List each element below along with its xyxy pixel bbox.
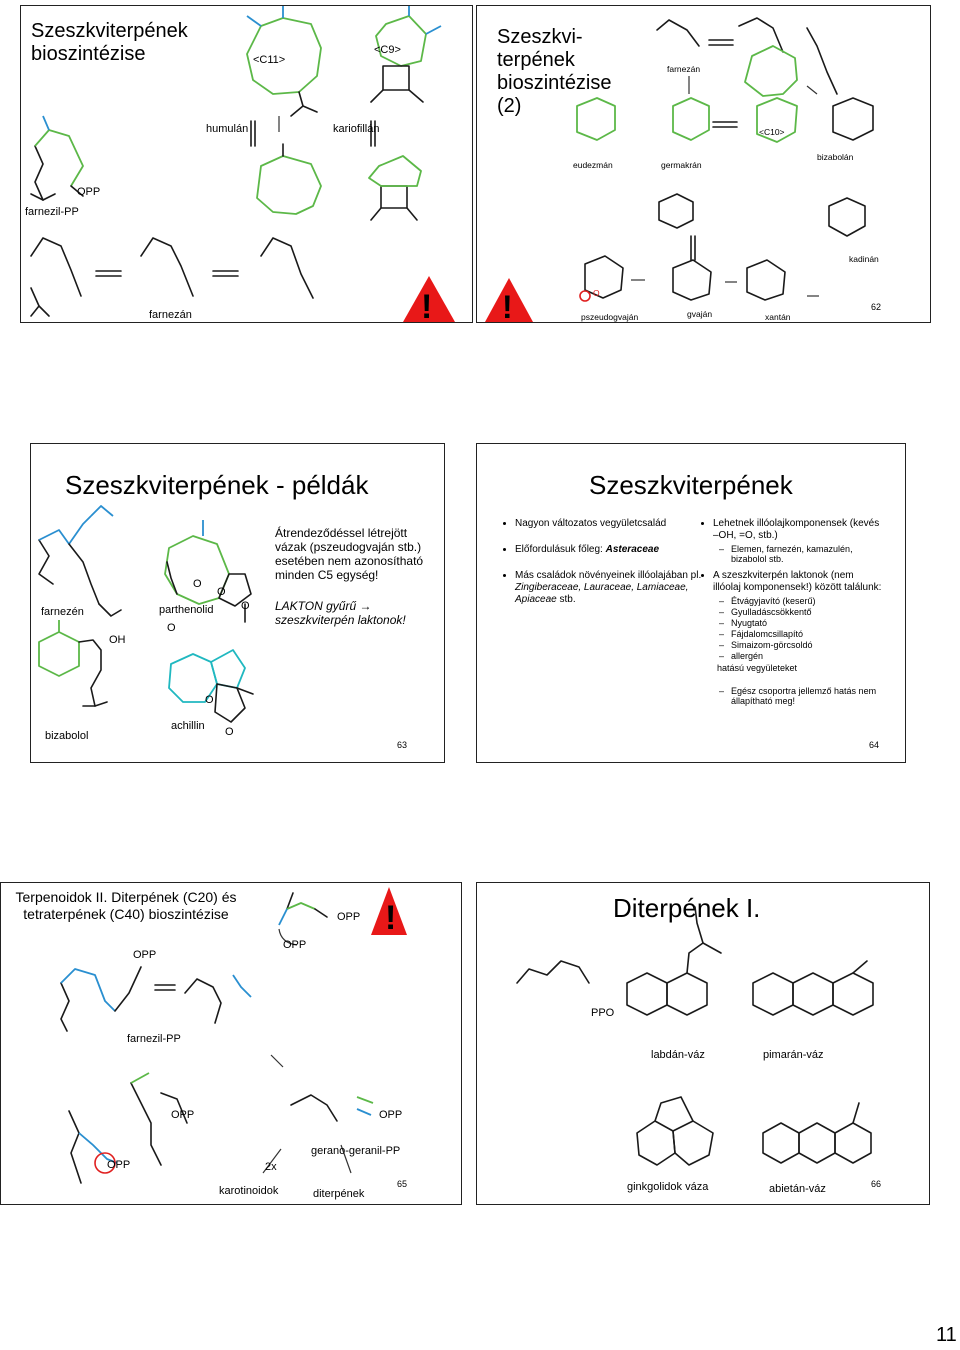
sesquiterpene-skeletons: !	[485, 17, 874, 323]
gerano-geranil-pp-label: gerano-geranil-PP	[311, 1145, 401, 1157]
example-structures	[38, 505, 254, 723]
germakran-label: germakrán	[661, 160, 702, 170]
right-bullet-2: A szeszkviterpén laktonok (nem illóolaj …	[713, 570, 883, 674]
achillin-label: achillin	[171, 720, 205, 732]
bizabolan-label: bizabolán	[817, 152, 854, 162]
karotinoidok-label: karotinoidok	[219, 1185, 279, 1197]
kariofillan-label: kariofillán	[333, 123, 380, 135]
opp-label: OPP	[77, 186, 101, 198]
farnezil-pp-label-65: farnezil-PP	[127, 1033, 181, 1045]
slide-66-title: Diterpének I.	[613, 893, 761, 923]
slide-number-63: 63	[397, 740, 408, 750]
oxygen-label-3: O	[241, 600, 250, 612]
slide-66: Diterpének I. PPO labdán-váz pimarán-váz…	[476, 882, 930, 1205]
oxygen-label-5: O	[205, 694, 214, 706]
times-two-label: 2x	[265, 1161, 277, 1173]
opp-label-6: OPP	[379, 1109, 403, 1121]
c10-label: <C10>	[759, 127, 785, 137]
svg-text:!: !	[385, 899, 396, 937]
lactone-text: LAKTON gyűrű → szeszkviterpén laktonok!	[275, 599, 406, 627]
bizabolol-label: bizabolol	[45, 730, 89, 742]
slide-62-title: Szeszkviterpének bioszintézise	[31, 20, 188, 65]
pimaran-label: pimarán-váz	[763, 1049, 824, 1061]
diterpene-skeletons	[516, 906, 874, 1166]
humulan-label: humulán	[206, 123, 249, 135]
diterpenek-label: diterpének	[313, 1188, 365, 1200]
humulan-ring-structure: !	[30, 6, 455, 323]
right-column: Lehetnek illóolajkomponensek (kevés –OH,…	[703, 518, 883, 712]
page-number: 11	[936, 1324, 957, 1346]
oxygen-label-4: O	[167, 622, 176, 634]
oh-label: OH	[109, 634, 126, 646]
effect-item: Simaizom-görcsoldó	[719, 640, 883, 651]
slide-number-64: 64	[869, 740, 880, 750]
bullet-2: Előfordulásuk főleg: Asteraceae	[515, 544, 715, 556]
right-bullet-1: Lehetnek illóolajkomponensek (kevés –OH,…	[713, 518, 883, 564]
slide-number-62: 62	[871, 302, 882, 312]
farnezil-pp-label: farnezil-PP	[25, 206, 79, 218]
slide-62-left: Szeszkviterpének bioszintézise	[20, 5, 473, 323]
opp-label-4: OPP	[171, 1109, 195, 1121]
slide-64-title: Szeszkviterpének	[589, 470, 793, 500]
opp-label-1: OPP	[337, 911, 361, 923]
effect-item: Gyulladáscsökkentő	[719, 607, 883, 618]
pszeudogvajan-label: pszeudogvaján	[581, 312, 639, 322]
farnezen-label: farnezén	[41, 606, 84, 618]
gvajan-label: gvaján	[687, 309, 713, 319]
slide-65-title: Terpenoidok II. Diterpének (C20) és tetr…	[15, 889, 237, 922]
left-bullets: Nagyon változatos vegyületcsalád Előford…	[501, 518, 715, 612]
right-bullet-3: Egész csoportra jellemző hatás nem állap…	[719, 686, 883, 706]
oxygen-label: O	[593, 288, 600, 298]
slide-65: Terpenoidok II. Diterpének (C20) és tetr…	[0, 882, 462, 1205]
abietan-label: abietán-váz	[769, 1183, 826, 1195]
effect-item: Fájdalomcsillapító	[719, 629, 883, 640]
bullet-1: Nagyon változatos vegyületcsalád	[515, 518, 715, 530]
opp-label-2: OPP	[283, 939, 307, 951]
effect-item: Nyugtató	[719, 618, 883, 629]
eudezman-label: eudezmán	[573, 160, 613, 170]
slide-63: Szeszkviterpének - példák farnezén OH bi…	[30, 443, 445, 763]
oxygen-label-1: O	[193, 578, 202, 590]
opp-label-3: OPP	[133, 949, 157, 961]
oxygen-label-2: O	[217, 586, 226, 598]
kadinan-label: kadinán	[849, 254, 879, 264]
slide-62-right: Szeszkvi-terpének bioszintézise (2) !	[476, 5, 931, 323]
slide-63-title: Szeszkviterpének - példák	[65, 470, 369, 500]
c11-label: <C11>	[253, 54, 286, 66]
effect-item: allergén	[719, 651, 883, 662]
svg-text:!: !	[421, 288, 432, 323]
right-bullet-1a: Elemen, farnezén, kamazulén, bizabolol s…	[719, 544, 883, 564]
ginkgolid-label: ginkgolidok váza	[627, 1181, 709, 1193]
diterpene-biosynthesis: !	[60, 887, 407, 1184]
farnezan-label: farnezán	[149, 309, 192, 321]
bullet-3: Más családok növényeinek illóolajában pl…	[515, 570, 715, 606]
slide-number-65: 65	[397, 1179, 408, 1189]
svg-text:!: !	[502, 289, 513, 323]
farnezan-label-2: farnezán	[667, 64, 701, 74]
ppo-label: PPO	[591, 1007, 615, 1019]
xantan-label: xantán	[765, 312, 791, 322]
effects-list: Étvágyjavító (keserű)GyulladáscsökkentőN…	[713, 596, 883, 662]
parthenolid-label: parthenolid	[159, 604, 214, 616]
labdan-label: labdán-váz	[651, 1049, 705, 1061]
opp-label-5: OPP	[107, 1159, 131, 1171]
c9-label: <C9>	[374, 44, 401, 56]
effects-suffix: hatású vegyületeket	[717, 663, 798, 673]
slide-64: Szeszkviterpének Nagyon változatos vegyü…	[476, 443, 906, 763]
effect-item: Étvágyjavító (keserű)	[719, 596, 883, 607]
rearrangement-text: Átrendeződéssel létrejött vázak (pszeudo…	[275, 526, 424, 582]
slide-number-66: 66	[871, 1179, 882, 1189]
oxygen-label-6: O	[225, 726, 234, 738]
slide-62-title2: Szeszkvi-terpének bioszintézise (2)	[497, 26, 612, 117]
